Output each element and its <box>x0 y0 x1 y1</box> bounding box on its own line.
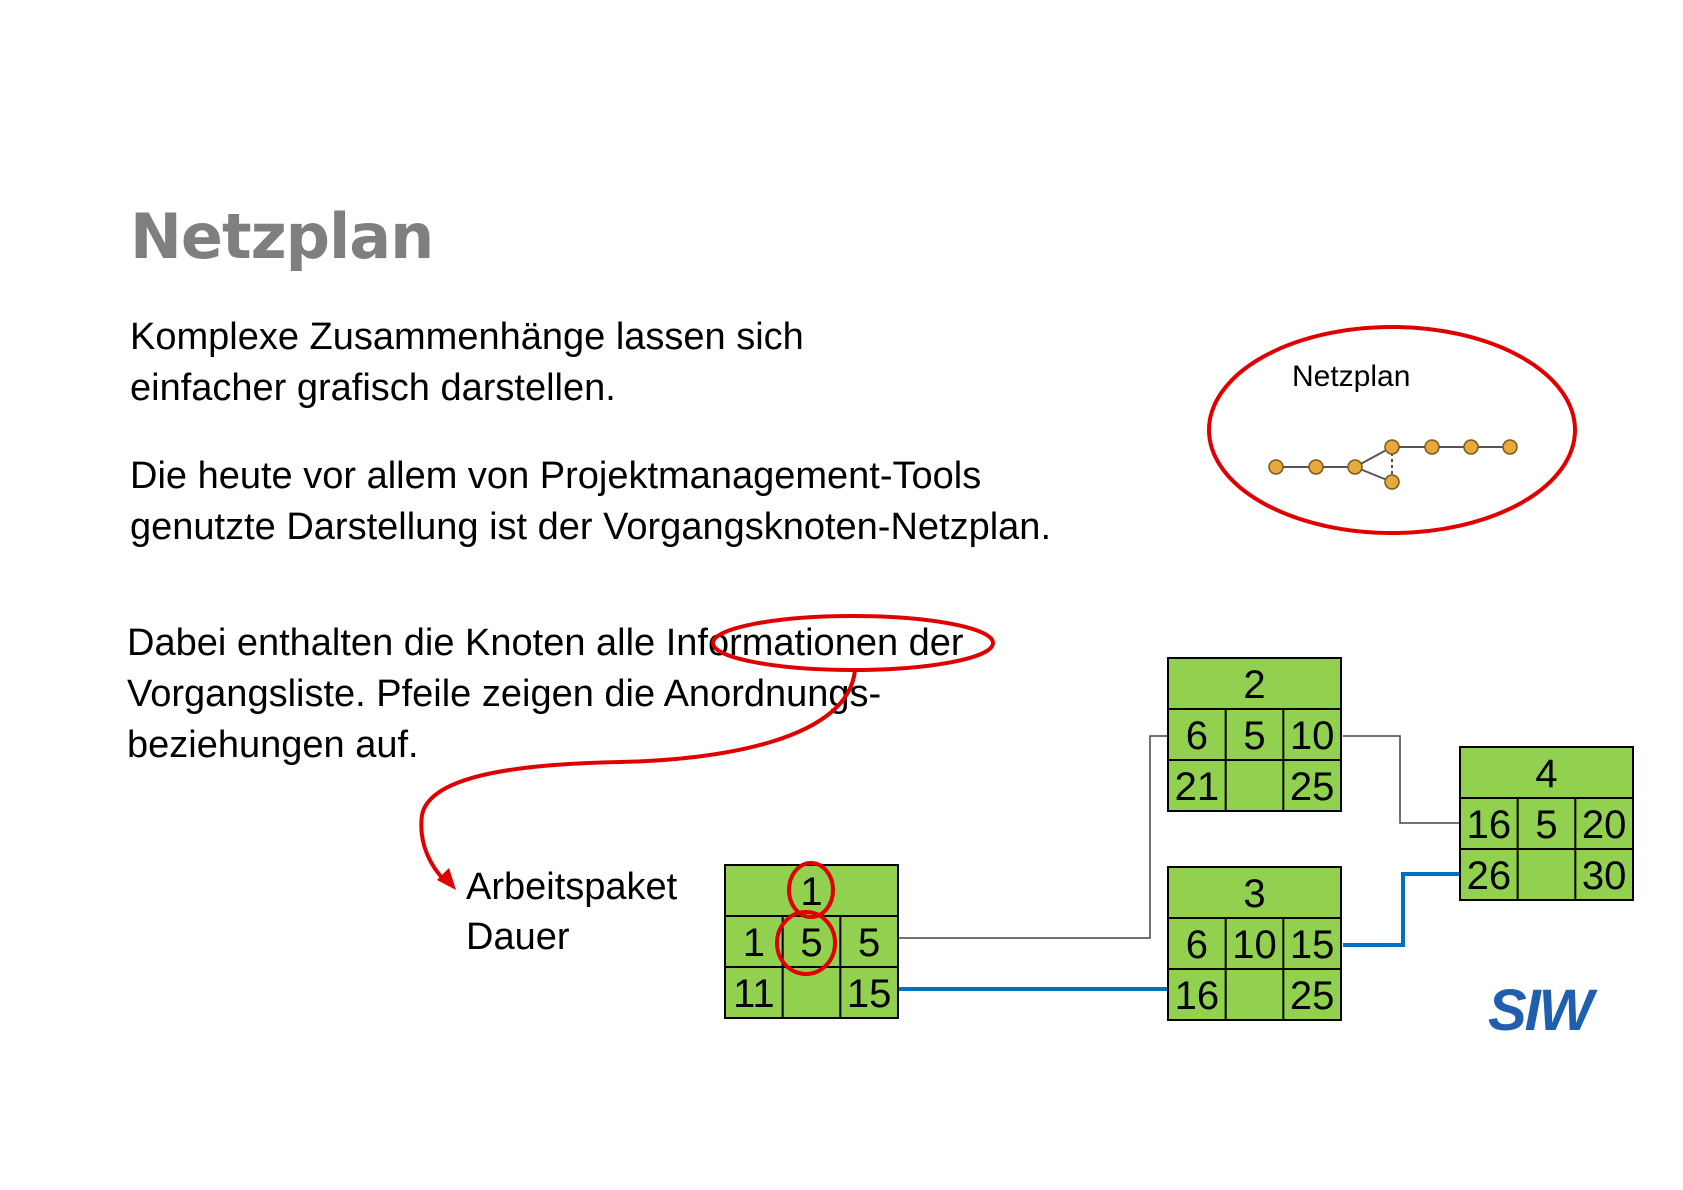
label-arbeitspaket: Arbeitspaket <box>466 866 678 908</box>
node-box <box>1459 746 1634 901</box>
node-earliest-start: 16 <box>1467 803 1512 847</box>
nodes-line-2: Vorgangsliste. Pfeile zeigen die Anordnu… <box>127 673 882 715</box>
tools-paragraph: Die heute vor allem von Projektmanagemen… <box>130 451 1051 553</box>
thumb-node <box>1424 439 1440 455</box>
thumbnail-nodes <box>1268 439 1518 490</box>
node-latest-start: 11 <box>733 972 775 1016</box>
node-id: 1 <box>800 870 822 914</box>
node-duration: 5 <box>800 921 822 965</box>
node-latest-start: 21 <box>1175 765 1220 809</box>
node-earliest-finish: 5 <box>858 921 880 965</box>
thumbnail-label: Netzplan <box>1292 360 1411 393</box>
nodes-line-1: Dabei enthalten die Knoten alle Informat… <box>127 622 964 664</box>
edge-3-4-critical <box>1343 872 1460 947</box>
thumb-node <box>1268 459 1284 475</box>
nodes-line-3: beziehungen auf. <box>127 724 419 766</box>
node-duration: 10 <box>1232 923 1277 967</box>
nodes-paragraph: Dabei enthalten die Knoten alle Informat… <box>127 618 964 771</box>
siw-logo-icon: SIW <box>1488 978 1648 1045</box>
node-earliest-start: 1 <box>743 921 765 965</box>
node-earliest-finish: 15 <box>1290 923 1335 967</box>
edge-1-2 <box>898 735 1168 939</box>
node-duration: 5 <box>1535 803 1557 847</box>
tools-line-1: Die heute vor allem von Projektmanagemen… <box>130 455 982 497</box>
node-latest-finish: 25 <box>1290 974 1335 1018</box>
intro-line-1: Komplexe Zusammenhänge lassen sich <box>130 316 804 358</box>
thumb-node <box>1384 474 1400 490</box>
node-id: 3 <box>1243 872 1265 916</box>
network-node-4: 4 16 5 20 26 30 <box>1459 746 1634 901</box>
node-box <box>724 864 899 1019</box>
node-earliest-start: 6 <box>1186 714 1208 758</box>
thumb-node <box>1347 459 1363 475</box>
thumb-node <box>1384 439 1400 455</box>
intro-line-2: einfacher grafisch darstellen. <box>130 367 616 409</box>
annotations <box>419 325 1577 976</box>
thumbnail-highlight-ellipse <box>1207 325 1577 535</box>
node-latest-start: 16 <box>1175 974 1220 1018</box>
thumb-node <box>1463 439 1479 455</box>
duration-highlight-circle <box>775 910 837 976</box>
thumb-node <box>1308 459 1324 475</box>
label-dauer: Dauer <box>466 916 570 958</box>
informationen-highlight-ellipse <box>711 614 995 672</box>
node-latest-finish: 25 <box>1290 765 1335 809</box>
node-duration: 5 <box>1243 714 1265 758</box>
node-id: 4 <box>1535 752 1557 796</box>
id-highlight-circle <box>787 861 835 919</box>
node-box <box>1167 657 1342 812</box>
tools-line-2: genutzte Darstellung ist der Vorgangskno… <box>130 506 1051 548</box>
node-earliest-start: 6 <box>1186 923 1208 967</box>
node-latest-start: 26 <box>1467 854 1512 898</box>
node-box <box>1167 866 1342 1021</box>
network-node-3: 36 10 15 16 25 <box>1167 866 1342 1021</box>
node-latest-finish: 15 <box>847 972 892 1016</box>
annotation-arrow <box>419 669 857 884</box>
annotation-arrowhead <box>437 868 456 890</box>
page-title: Netzplan <box>130 200 434 273</box>
intro-paragraph: Komplexe Zusammenhänge lassen sich einfa… <box>130 312 804 414</box>
svg-text:SIW: SIW <box>1488 980 1598 1040</box>
node-earliest-finish: 20 <box>1582 803 1627 847</box>
node-latest-finish: 30 <box>1582 854 1627 898</box>
thumb-node <box>1502 439 1518 455</box>
node-earliest-finish: 10 <box>1290 714 1335 758</box>
edge-2-4 <box>1343 735 1460 824</box>
node-id: 2 <box>1243 663 1265 707</box>
